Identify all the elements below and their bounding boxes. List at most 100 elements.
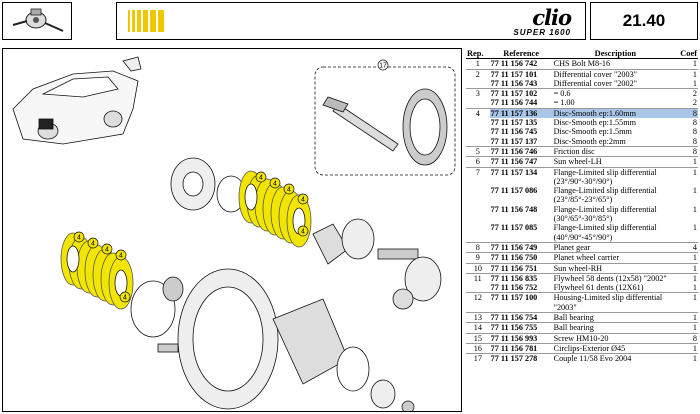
- cell-desc: Circlips-Exterior Ø45: [552, 342, 679, 354]
- cell-rep: 6: [466, 156, 490, 168]
- cell-coef: 1: [678, 312, 698, 323]
- cell-rep: 8: [466, 241, 490, 253]
- cell-coef: 1: [678, 262, 698, 274]
- yellow-stripes-icon: [128, 10, 164, 32]
- cell-rep: [466, 186, 490, 205]
- clio-logo: clio SUPER 1600: [513, 7, 572, 37]
- cell-rep: 10: [466, 262, 490, 274]
- cell-ref: 77 11 157 136: [489, 107, 553, 119]
- cell-ref: 77 11 156 742: [490, 59, 538, 69]
- cell-ref: 77 11 157 102: [489, 88, 553, 99]
- cell-coef: 1: [678, 166, 698, 187]
- callout-4: 4: [77, 235, 81, 242]
- cell-rep: [466, 118, 490, 127]
- callout-4: 4: [301, 229, 305, 236]
- cell-desc: Housing-Limited slip differential "2003": [552, 292, 679, 313]
- callout-4: 4: [91, 241, 95, 248]
- cell-rep: 14: [466, 322, 490, 334]
- title-box: clio SUPER 1600: [116, 2, 586, 40]
- cell-desc: Planet gear: [552, 241, 679, 253]
- cell-desc: Ball bearing: [552, 312, 679, 323]
- cell-coef: 1: [678, 68, 698, 79]
- cell-desc: Flange-Limited slip differential (23°/85…: [553, 186, 657, 205]
- table-header-row: Rep. Reference Description Coef: [466, 48, 698, 60]
- cell-rep: [466, 205, 490, 224]
- cell-coef: 1: [692, 223, 697, 233]
- cell-coef: 1: [692, 186, 697, 196]
- exploded-view-drawing: 17 4 4 4 4 4 4 4 4 4 4: [12, 56, 456, 411]
- cell-ref: 77 11 156 743: [490, 78, 538, 88]
- cell-ref: 77 11 157 085: [490, 223, 538, 233]
- cell-coef: 1: [678, 353, 698, 364]
- cell-rep: [466, 137, 490, 147]
- callout-4: 4: [301, 197, 305, 204]
- exploded-diagram: 17 4 4 4 4 4 4 4 4 4 4: [2, 48, 462, 412]
- cell-ref: 77 11 156 745: [490, 127, 538, 137]
- cell-coef: 2: [678, 88, 698, 99]
- col-reference: Reference: [489, 48, 553, 60]
- cell-rep: 9: [466, 252, 490, 264]
- cell-desc: Sun wheel-RH: [552, 262, 679, 274]
- cell-coef: 1: [692, 204, 697, 214]
- cell-coef: 8: [678, 332, 698, 344]
- cell-ref: 77 11 156 748: [490, 204, 538, 214]
- section-icon-box: [2, 2, 72, 40]
- cell-rep: 12: [466, 292, 490, 313]
- cell-ref: 77 11 156 755: [489, 322, 553, 334]
- cell-ref: 77 11 156 781: [489, 342, 553, 354]
- cell-coef: 1: [692, 78, 697, 88]
- cell-rep: 13: [466, 312, 490, 323]
- cell-ref: 77 11 156 754: [489, 312, 553, 323]
- cell-coef: 1: [678, 342, 698, 354]
- cell-coef: 2: [692, 98, 697, 108]
- cell-rep: [466, 283, 490, 293]
- cell-rep: 15: [466, 332, 490, 344]
- page-header: clio SUPER 1600 21.40: [0, 0, 700, 44]
- cell-rep: [466, 127, 490, 136]
- callout-4: 4: [273, 181, 277, 188]
- cell-desc: = 1.00: [553, 98, 575, 108]
- cell-coef: 1: [678, 252, 698, 264]
- cell-ref: 77 11 156 751: [489, 262, 553, 274]
- cell-rep: [466, 223, 490, 242]
- cell-ref: 77 11 156 993: [489, 332, 553, 344]
- cell-coef: 1: [678, 156, 698, 168]
- table-row[interactable]: 77 11 157 085 Flange-Limited slip differe…: [466, 223, 698, 242]
- cell-rep: 7: [466, 166, 490, 187]
- cell-desc: Flange-Limited slip differential (40°/90…: [553, 223, 657, 242]
- col-description: Description: [552, 48, 679, 60]
- cell-desc: Ball bearing: [552, 322, 679, 334]
- cell-ref: 77 11 157 134: [489, 166, 553, 187]
- cell-desc: Planet wheel carrier: [552, 252, 679, 264]
- cell-desc: Flywheel 58 dents (12x58) "2002": [552, 272, 679, 284]
- page-number-box: 21.40: [590, 2, 698, 40]
- cell-ref: 77 11 156 752: [490, 283, 538, 293]
